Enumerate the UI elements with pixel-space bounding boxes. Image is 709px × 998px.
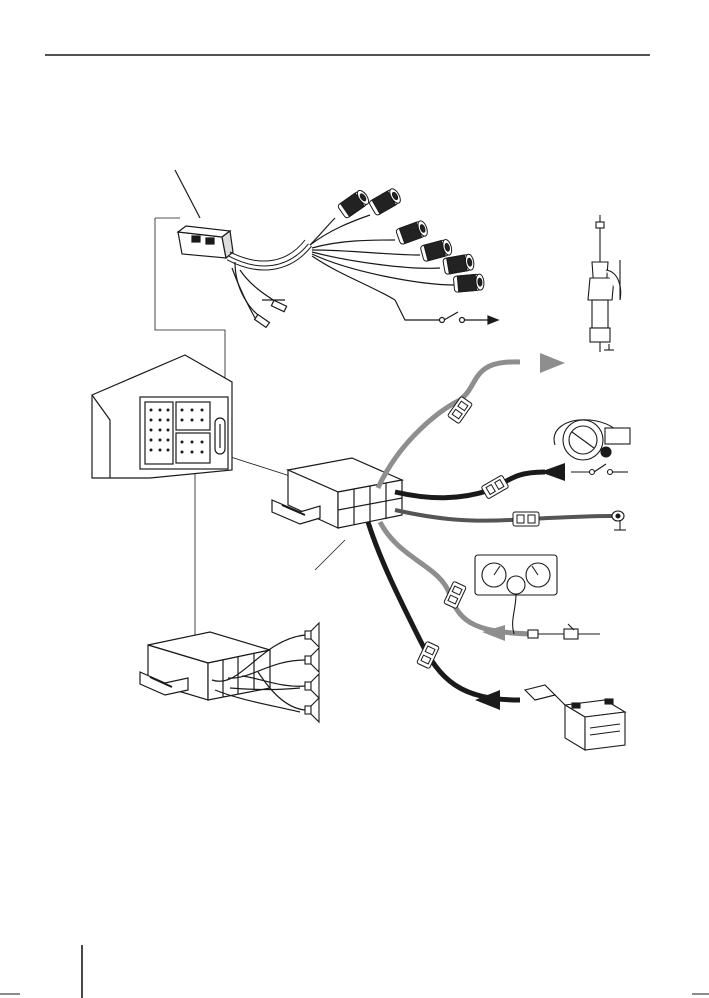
rca-plugs: [337, 187, 484, 292]
ignition-cable-connector: [481, 475, 509, 499]
iso-connector-block: [272, 458, 402, 528]
battery-cable: [368, 522, 520, 700]
antenna-cable-arrow: [540, 353, 565, 373]
dashboard-instruments: [475, 555, 600, 639]
ground-terminal: [612, 511, 626, 530]
speaker-connector-block: [140, 632, 305, 712]
ground-cable-connector: [513, 512, 539, 526]
ignition-cable: [395, 472, 545, 498]
antenna-cable: [378, 362, 520, 488]
ignition-cable-arrow: [540, 463, 565, 481]
radio-chassis-rear: [92, 355, 232, 478]
antenna: [588, 215, 621, 352]
speakers: [305, 623, 319, 722]
ignition-lock: [554, 420, 630, 475]
car-battery: [525, 685, 625, 750]
antenna-cable-connector: [447, 396, 472, 424]
ground-cable: [395, 510, 612, 521]
